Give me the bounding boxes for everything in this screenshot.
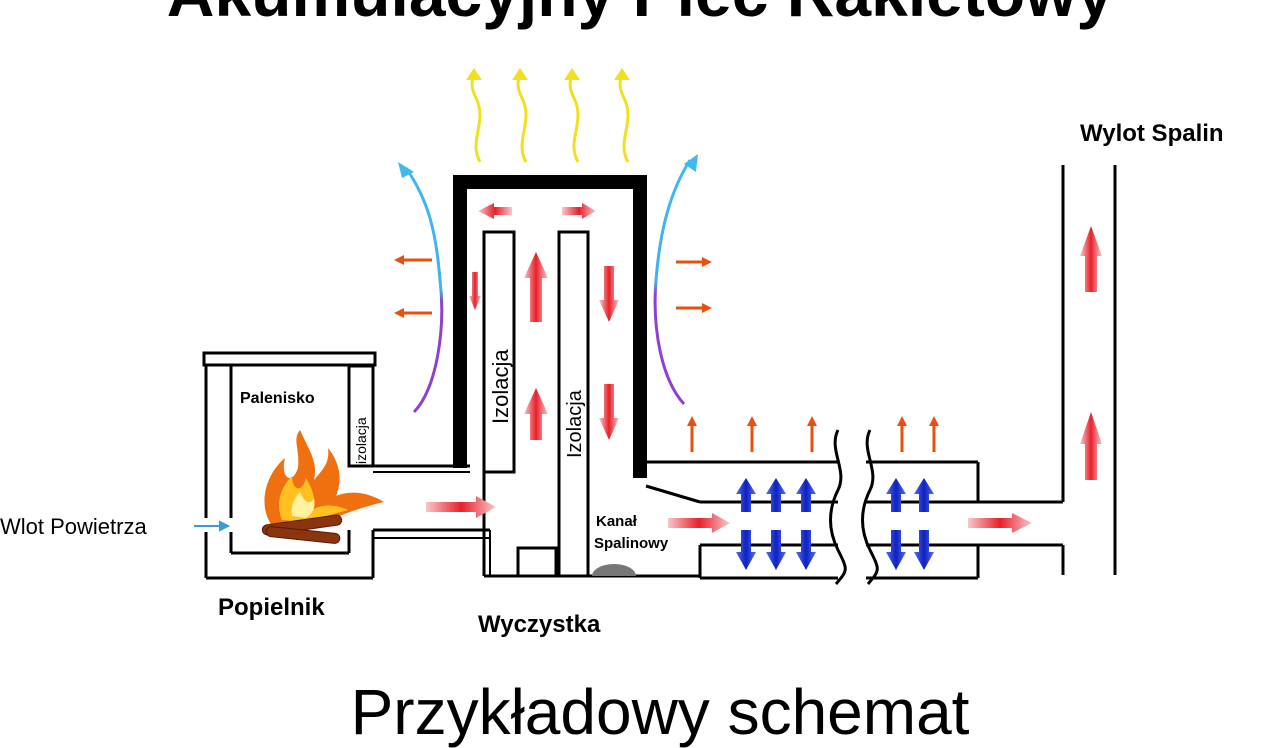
rising-heat-arrowheads — [466, 68, 630, 80]
rising-heat-arrows — [470, 73, 630, 163]
cold-flow-arrows — [736, 478, 934, 570]
diagram-subtitle: Przykładowy schemat — [350, 676, 970, 748]
label-palenisko: Palenisko — [240, 390, 315, 407]
chimney — [1061, 165, 1117, 575]
convection-curves — [404, 159, 692, 414]
label-wyczystka: Wyczystka — [478, 611, 601, 638]
radiant-heat-arrows — [394, 255, 939, 452]
hot-gas-arrows — [426, 203, 1102, 533]
diagram-title: Akumulacyjny Piec Rakietowy — [0, 0, 1280, 26]
label-popielnik: Popielnik — [218, 594, 325, 621]
label-izolacja-right: Izolacja — [564, 389, 586, 458]
label-wylot-spalin: Wylot Spalin — [1080, 120, 1224, 147]
label-kanal-line1: Kanał — [596, 513, 637, 530]
air-intake-arrow — [194, 520, 231, 532]
label-izolacja-small: izolacja — [353, 417, 369, 464]
label-wlot-powietrza: Wlot Powietrza — [0, 514, 147, 539]
label-izolacja-left: Izolacja — [488, 349, 513, 424]
convection-arrowheads — [398, 154, 698, 178]
cleanout-cap — [592, 564, 636, 576]
rocket-stove-diagram: izolacja Izolacja Izolacja — [194, 68, 1117, 585]
bench-flue — [645, 429, 1063, 585]
fire-flame — [261, 430, 384, 544]
firebox — [202, 351, 490, 580]
label-kanal-line2: Spalinowy — [594, 535, 669, 552]
